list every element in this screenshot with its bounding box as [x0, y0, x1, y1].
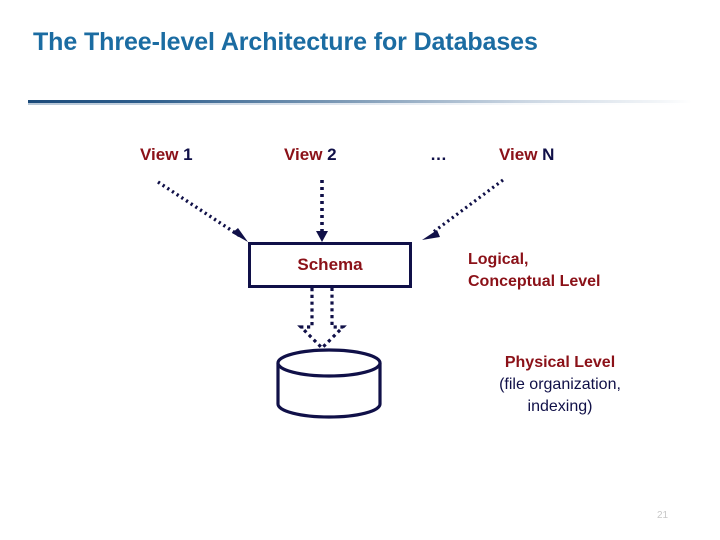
arrow-schema-to-database — [297, 288, 347, 351]
view-1-label: View 1 — [140, 145, 193, 165]
arrow-viewn-to-schema — [422, 178, 504, 240]
arrow-view2-to-schema — [316, 180, 328, 242]
schema-label: Schema — [297, 255, 363, 274]
view-n-index: N — [542, 145, 555, 164]
view-1-text: View — [140, 145, 179, 164]
schema-box: Schema — [248, 242, 412, 288]
physical-level-caption: Physical Level (file organization, index… — [425, 352, 695, 418]
physical-level-sub-2: indexing) — [527, 398, 593, 416]
physical-level-title: Physical Level — [504, 354, 616, 371]
view-n-label: View N — [499, 145, 554, 165]
logical-line-2: Conceptual Level — [468, 272, 601, 290]
view-1-index: 1 — [183, 145, 193, 164]
database-cylinder — [276, 348, 382, 419]
arrow-view1-to-schema — [157, 180, 248, 242]
view-2-index: 2 — [327, 145, 337, 164]
view-2-text: View — [284, 145, 323, 164]
title-divider-shadow — [28, 103, 692, 105]
view-n-text: View — [499, 145, 538, 164]
logical-line-1: Logical, — [468, 251, 529, 268]
physical-level-sub-1: (file organization, — [499, 376, 621, 394]
logical-conceptual-level-caption: Logical, Conceptual Level — [468, 249, 600, 292]
view-2-label: View 2 — [284, 145, 337, 165]
title-divider — [28, 100, 692, 103]
page-number: 21 — [657, 510, 669, 521]
page-title: The Three-level Architecture for Databas… — [33, 28, 538, 56]
view-ellipsis: … — [430, 145, 447, 164]
